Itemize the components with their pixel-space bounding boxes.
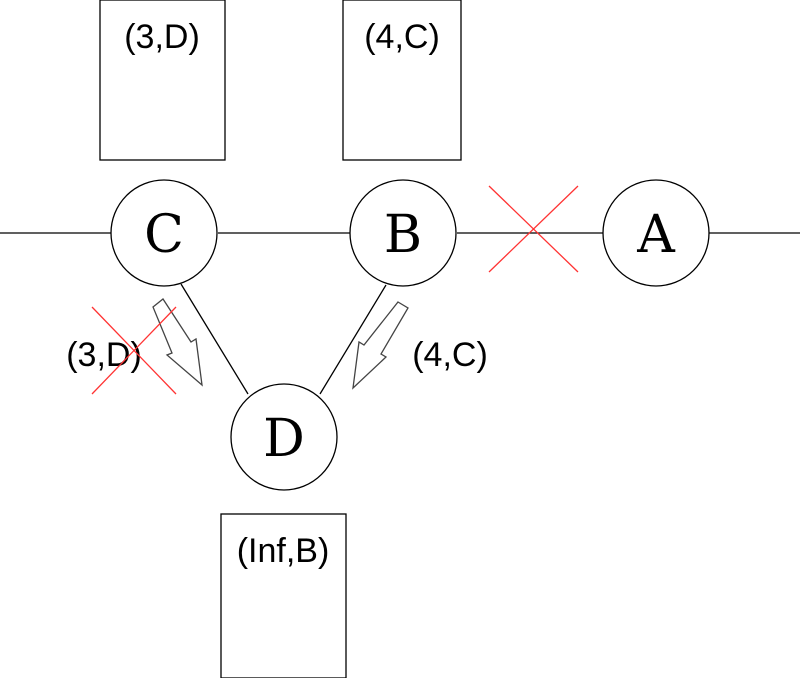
node-d: D [230,383,338,491]
table-c-entry: (3,D) [124,18,200,56]
message-arrow-b-to-d [352,301,409,390]
node-a-label: A [636,205,676,265]
node-c-label: C [144,205,184,265]
message-label-b-to-d: (4,C) [412,336,488,374]
table-c-box [99,0,226,161]
table-d-entry: (Inf,B) [237,532,330,570]
node-c: C [110,179,218,287]
node-d-label: D [263,409,305,469]
link-c-d [180,283,249,395]
message-arrow-c-to-d [152,298,203,387]
message-crossed-out-mark [91,306,177,395]
link-b-d [319,284,387,395]
node-b-label: B [384,205,422,265]
table-b-entry: (4,C) [364,18,440,56]
table-d-box [220,513,347,678]
node-b: B [349,179,457,287]
node-a: A [602,179,710,287]
table-b-box [342,0,462,161]
link-failure-cross [488,185,579,273]
